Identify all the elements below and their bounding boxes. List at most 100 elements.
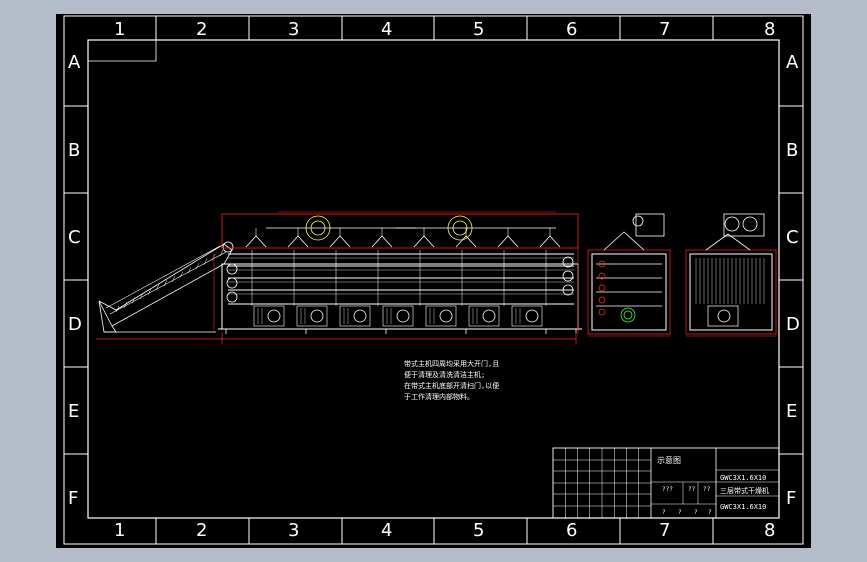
conveyor-cleat	[147, 288, 152, 295]
circulation-fan	[305, 215, 331, 241]
end-view-motor	[620, 307, 636, 323]
column-label-bottom: 3	[288, 520, 300, 541]
heater-fan	[439, 309, 453, 323]
conveyor-cleat	[211, 254, 216, 261]
circulation-fan-hub	[310, 220, 326, 236]
drawing-sheet: 1 2 3 4 5 6 7 8 1 2 3 4 5 6 7 8 A B C D …	[56, 14, 811, 548]
column-label-top: 7	[659, 19, 671, 40]
technical-note-line: 带式主机四周均采用大开门,且	[404, 360, 500, 368]
title-block-drawing-no-2: GWC3X1.6X10	[720, 503, 767, 511]
heater-unit	[296, 305, 328, 327]
end-view-roller	[598, 296, 606, 304]
conveyor-cleat	[179, 271, 184, 278]
row-label-left: D	[68, 314, 82, 335]
heater-unit	[511, 305, 543, 327]
outer-frame	[63, 15, 804, 545]
heater-unit	[382, 305, 414, 327]
row-label-right: E	[786, 401, 798, 422]
end-view-hood	[603, 231, 645, 251]
dryer-top-outline	[221, 213, 579, 249]
top-left-box	[88, 40, 157, 62]
exhaust-hood	[287, 235, 309, 248]
circulation-fan	[447, 215, 473, 241]
row-label-right: C	[786, 227, 799, 248]
heater-fan	[353, 309, 367, 323]
end-view-body	[591, 253, 667, 331]
heater-unit	[253, 305, 285, 327]
column-label-top: 5	[473, 19, 485, 40]
conveyor-cleat	[155, 284, 160, 291]
heater-fan	[482, 309, 496, 323]
technical-note-line: 便于清理及清洗清洁主机;	[404, 371, 486, 379]
exhaust-hood	[455, 235, 477, 248]
conveyor-cleat	[219, 249, 224, 257]
column-label-top: 2	[196, 19, 208, 40]
exhaust-hood	[371, 235, 393, 248]
title-block-mark: ??	[688, 486, 696, 493]
conveyor-cleat	[187, 267, 192, 274]
side-view-body	[689, 253, 773, 331]
side-view-fan	[724, 216, 740, 232]
incline-conveyor-belt	[105, 245, 221, 309]
column-label-bottom: 1	[114, 520, 126, 541]
conveyor-cleat	[195, 262, 200, 270]
title-block-mark: ??	[703, 486, 711, 493]
end-view-roller	[598, 308, 606, 316]
column-label-top: 1	[114, 19, 126, 40]
conveyor-cleat	[171, 275, 176, 283]
side-view-fan	[742, 216, 758, 232]
heater-fan	[396, 309, 410, 323]
column-label-bottom: 8	[764, 520, 776, 541]
title-block-label: 示意图	[657, 456, 681, 465]
end-view-roller	[598, 260, 606, 268]
column-label-top: 3	[288, 19, 300, 40]
end-view-fan	[632, 215, 644, 227]
incline-conveyor-body	[98, 243, 233, 327]
title-block-drawing-no: GWC3X1.6X10	[720, 474, 767, 482]
column-label-bottom: 6	[566, 520, 578, 541]
belt-drum	[562, 284, 574, 296]
row-label-left: B	[68, 140, 81, 161]
column-label-bottom: 2	[196, 520, 208, 541]
column-label-top: 6	[566, 19, 578, 40]
belt-drum	[226, 277, 238, 289]
title-block-mark: ?	[694, 509, 698, 516]
row-label-right: B	[786, 140, 799, 161]
heater-unit	[425, 305, 457, 327]
exhaust-hood	[413, 235, 435, 248]
heater-fan	[525, 309, 539, 323]
conveyor-head-pulley	[222, 241, 234, 253]
column-label-bottom: 5	[473, 520, 485, 541]
heater-unit	[339, 305, 371, 327]
belt-drum	[562, 256, 574, 268]
column-label-top: 4	[381, 19, 393, 40]
end-view-fan-housing	[635, 213, 665, 237]
heater-fan	[310, 309, 324, 323]
incline-conveyor-belt	[109, 251, 227, 315]
belt-drum	[226, 263, 238, 275]
title-block-name: 三层带式干燥机	[720, 487, 769, 495]
conveyor-cleat	[139, 292, 144, 300]
cad-drawing	[63, 15, 804, 545]
title-block-mark: ?	[662, 509, 666, 516]
belt-drum	[226, 291, 238, 303]
conveyor-cleat	[115, 305, 120, 313]
side-view-hood	[705, 233, 751, 251]
row-label-left: E	[68, 401, 80, 422]
title-block-mark: ?	[708, 509, 712, 516]
side-view-heater	[707, 305, 739, 327]
side-view-outline	[685, 249, 777, 335]
end-view-roller	[598, 284, 606, 292]
exhaust-hood	[245, 235, 267, 248]
row-label-left: F	[68, 488, 79, 509]
side-view-heater-fan	[717, 309, 731, 323]
circulation-fan-hub	[452, 220, 468, 236]
exhaust-hood	[329, 235, 351, 248]
conveyor-cleat	[131, 297, 136, 304]
exhaust-hood	[539, 235, 561, 248]
exhaust-hood	[497, 235, 519, 248]
technical-note-line: 在带式主机底部开清扫门,以便	[404, 382, 500, 390]
title-block-mark: ???	[662, 486, 673, 493]
side-view-fan-housing	[723, 213, 765, 237]
row-label-left: A	[68, 52, 81, 73]
